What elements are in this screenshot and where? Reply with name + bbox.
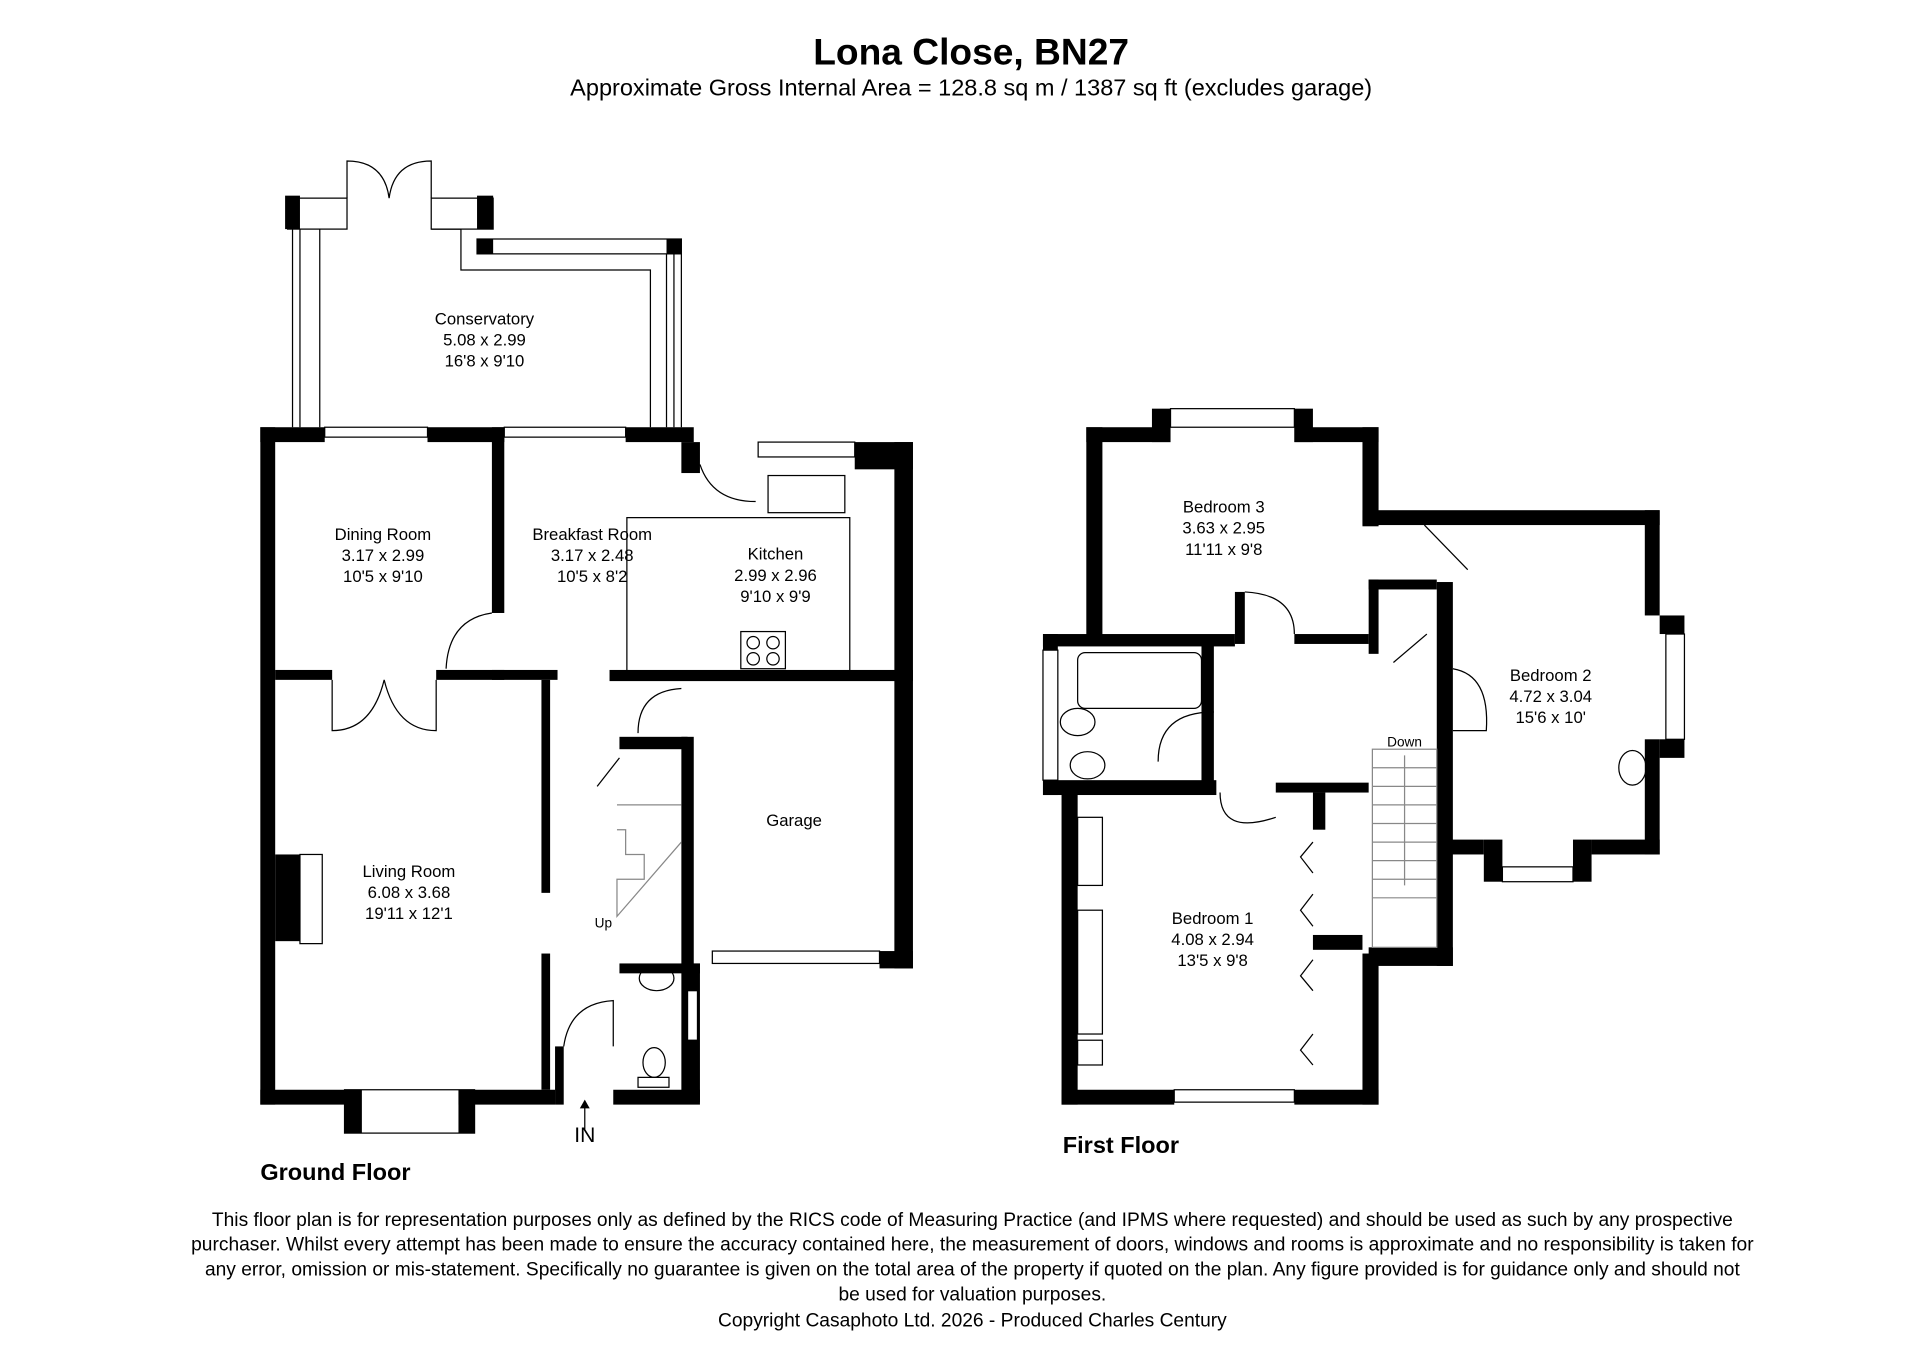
copyright: Copyright Casaphoto Ltd. 2026 - Produced… <box>718 1310 1227 1331</box>
stairs-down-label: Down <box>1387 735 1422 750</box>
room-imperial: 16'8 x 9'10 <box>445 352 525 371</box>
conservatory-structure <box>285 160 682 428</box>
ground-floor-label: Ground Floor <box>260 1159 410 1185</box>
room-imperial: 10'5 x 8'2 <box>557 567 627 586</box>
room-metric: 4.08 x 2.94 <box>1171 930 1254 949</box>
ground-floor-doors <box>331 464 851 1130</box>
room-metric: 3.63 x 2.95 <box>1182 519 1265 538</box>
staircase <box>1371 748 1438 948</box>
room-name: Breakfast Room <box>532 525 652 544</box>
room-metric: 3.17 x 2.48 <box>551 546 634 565</box>
room-metric: 3.17 x 2.99 <box>342 546 425 565</box>
room-bedroom-3: Bedroom 3 3.63 x 2.95 11'11 x 9'8 <box>1182 498 1265 559</box>
room-metric: 4.72 x 3.04 <box>1509 687 1592 706</box>
ground-floor-walls <box>260 426 913 1134</box>
entrance-label: IN <box>574 1124 595 1147</box>
room-kitchen: Kitchen 2.99 x 2.96 9'10 x 9'9 <box>734 545 817 606</box>
room-imperial: 10'5 x 9'10 <box>343 567 423 586</box>
room-imperial: 11'11 x 9'8 <box>1185 540 1262 559</box>
first-floor-plan <box>1042 408 1686 1105</box>
disclaimer: This floor plan is for representation pu… <box>191 1210 1754 1305</box>
page-title: Lona Close, BN27 <box>813 30 1129 72</box>
room-name: Bedroom 3 <box>1183 498 1265 517</box>
room-name: Bedroom 2 <box>1510 666 1592 685</box>
first-floor-label: First Floor <box>1063 1132 1179 1158</box>
first-floor-walls <box>1042 408 1686 1105</box>
ground-floor-plan <box>260 160 913 1134</box>
room-name: Conservatory <box>435 309 535 328</box>
room-name: Bedroom 1 <box>1172 909 1254 928</box>
room-imperial: 15'6 x 10' <box>1515 708 1585 727</box>
room-imperial: 19'11 x 12'1 <box>365 904 453 923</box>
disclaimer-line: This floor plan is for representation pu… <box>212 1210 1733 1231</box>
room-name: Garage <box>766 811 822 830</box>
room-metric: 2.99 x 2.96 <box>734 566 817 585</box>
area-subtitle: Approximate Gross Internal Area = 128.8 … <box>570 74 1372 100</box>
disclaimer-line: purchaser. Whilst every attempt has been… <box>191 1235 1754 1256</box>
room-imperial: 9'10 x 9'9 <box>740 587 810 606</box>
room-imperial: 13'5 x 9'8 <box>1177 951 1247 970</box>
room-living-room: Living Room 6.08 x 3.68 19'11 x 12'1 <box>363 862 456 923</box>
room-dining-room: Dining Room 3.17 x 2.99 10'5 x 9'10 <box>335 525 432 586</box>
room-metric: 6.08 x 3.68 <box>368 883 451 902</box>
room-breakfast-room: Breakfast Room 3.17 x 2.48 10'5 x 8'2 <box>532 525 652 586</box>
room-garage: Garage <box>766 811 822 830</box>
room-metric: 5.08 x 2.99 <box>443 331 526 350</box>
first-floor-doors <box>1059 524 1647 1066</box>
disclaimer-line: be used for valuation purposes. <box>839 1284 1107 1305</box>
room-name: Living Room <box>363 862 456 881</box>
room-name: Dining Room <box>335 525 432 544</box>
room-name: Kitchen <box>748 545 804 564</box>
disclaimer-line: any error, omission or mis-statement. Sp… <box>205 1260 1741 1281</box>
room-bedroom-2: Bedroom 2 4.72 x 3.04 15'6 x 10' <box>1509 666 1592 727</box>
stairs-up-label: Up <box>595 916 612 931</box>
room-conservatory: Conservatory 5.08 x 2.99 16'8 x 9'10 <box>435 309 535 370</box>
room-bedroom-1: Bedroom 1 4.08 x 2.94 13'5 x 9'8 <box>1171 909 1254 970</box>
